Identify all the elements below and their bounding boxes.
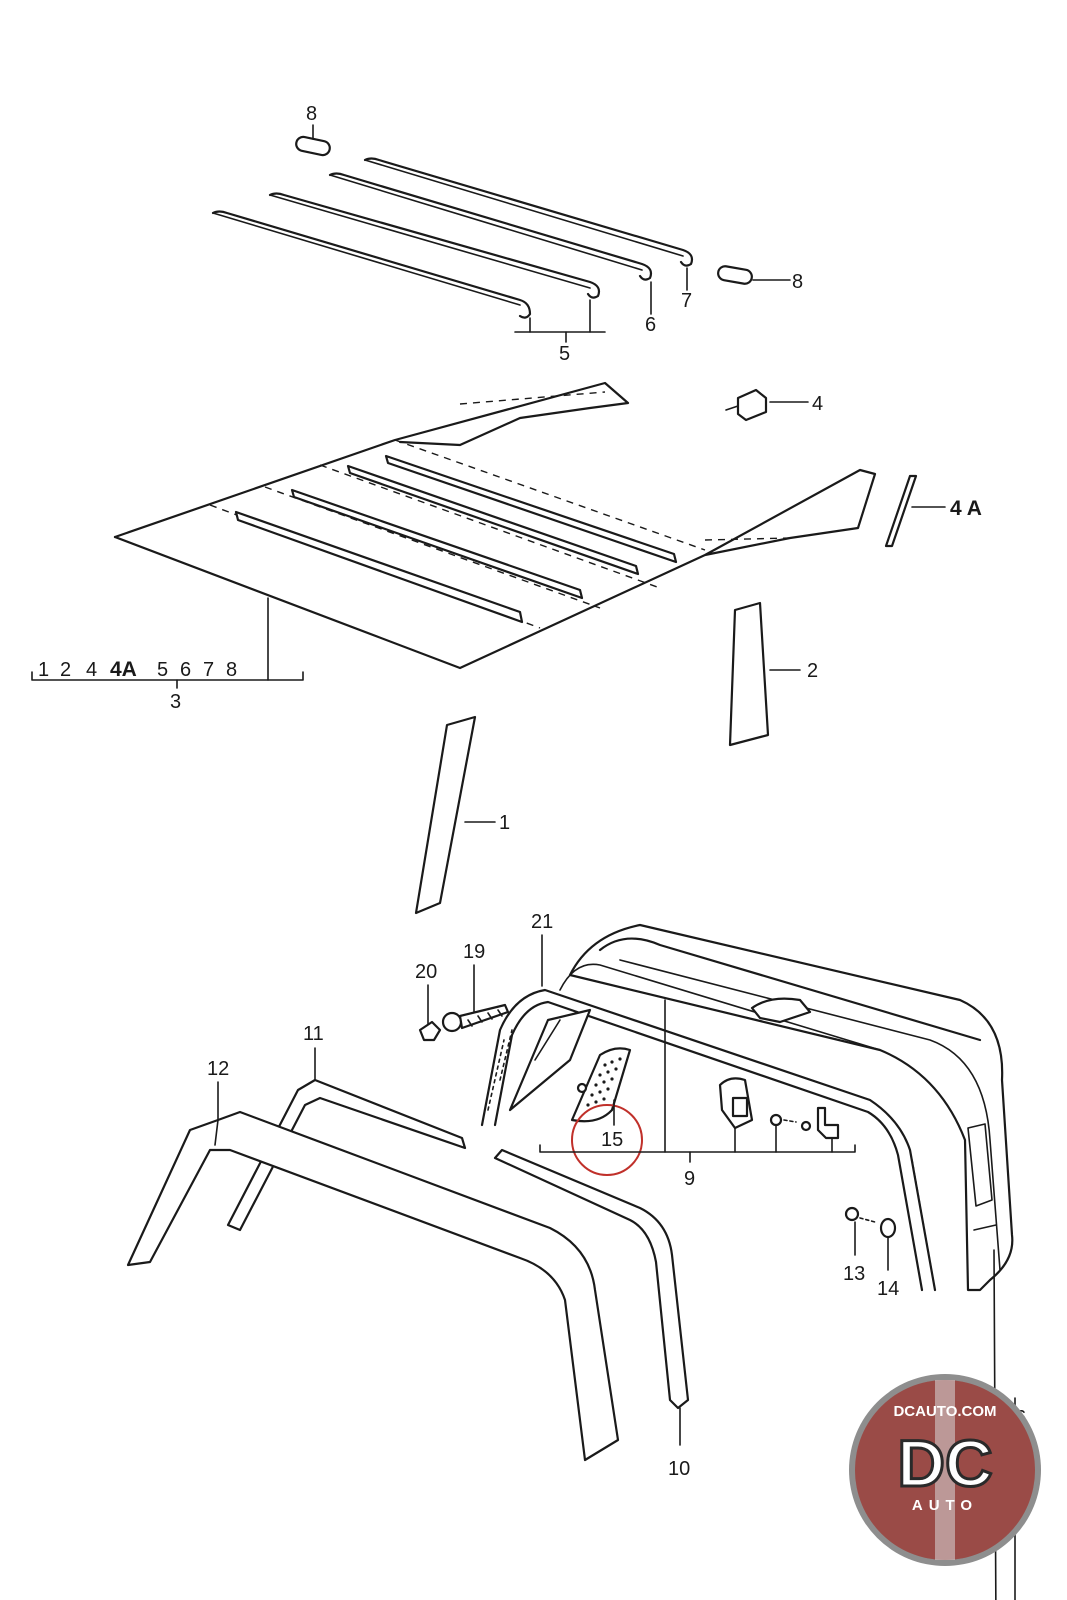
window-frame-21	[480, 988, 937, 1292]
callout-4: 4	[812, 393, 823, 415]
callout-13: 13	[843, 1263, 865, 1285]
callout-4a: 4 A	[950, 497, 982, 520]
group-member: 4A	[110, 658, 137, 681]
highlight-circle-15	[571, 1104, 643, 1176]
callout-20: 20	[415, 961, 437, 983]
callout-15: 15	[601, 1129, 623, 1151]
callout-6: 6	[645, 314, 656, 336]
callout-19: 19	[463, 941, 485, 963]
group-member: 7	[203, 659, 214, 681]
screw-13	[844, 1206, 876, 1256]
clip-4	[725, 388, 809, 422]
plug-8-right	[717, 265, 791, 285]
callout-14: 14	[877, 1278, 899, 1300]
callout-21: 21	[531, 911, 553, 933]
roof-skin	[113, 381, 877, 681]
strip-10	[493, 1148, 690, 1446]
group-member: 5	[157, 659, 168, 681]
group-member: 8	[226, 659, 237, 681]
rod-4a	[884, 474, 946, 548]
callout-8-right: 8	[792, 271, 803, 293]
group-member: 2	[60, 659, 71, 681]
callout-7: 7	[681, 290, 692, 312]
moulding-12	[126, 1081, 620, 1462]
plug-8-top	[295, 135, 331, 157]
strip-11	[226, 1047, 467, 1232]
callout-8-top: 8	[306, 103, 317, 125]
callout-1: 1	[499, 812, 510, 834]
group-member: 1	[38, 659, 49, 681]
callout-11: 11	[303, 1023, 324, 1045]
latch-parts	[718, 1077, 840, 1140]
svg-text:AUTO: AUTO	[912, 1497, 978, 1514]
washer-14	[879, 1217, 897, 1271]
vent-15	[570, 1047, 632, 1123]
plug-20	[418, 984, 442, 1042]
callout-2: 2	[807, 660, 818, 682]
group-member: 6	[180, 659, 191, 681]
callout-10: 10	[668, 1458, 690, 1480]
group-3-members: 1 2 4 4A 5 6 7 8	[38, 658, 237, 681]
panel-2	[728, 601, 801, 747]
callout-12: 12	[207, 1058, 229, 1080]
screw-19	[441, 964, 510, 1033]
roof-bows	[211, 157, 694, 319]
callout-3: 3	[170, 691, 181, 713]
rear-hardtop	[559, 923, 1014, 1292]
callout-9: 9	[684, 1168, 695, 1190]
dcauto-logo: DCAUTO.COM DC AUTO	[849, 1374, 1041, 1566]
svg-text:DCAUTO.COM: DCAUTO.COM	[893, 1403, 996, 1420]
pillar-1	[414, 715, 496, 915]
group-member: 4	[86, 659, 97, 681]
callout-5: 5	[559, 343, 570, 365]
svg-text:DC: DC	[897, 1426, 992, 1500]
